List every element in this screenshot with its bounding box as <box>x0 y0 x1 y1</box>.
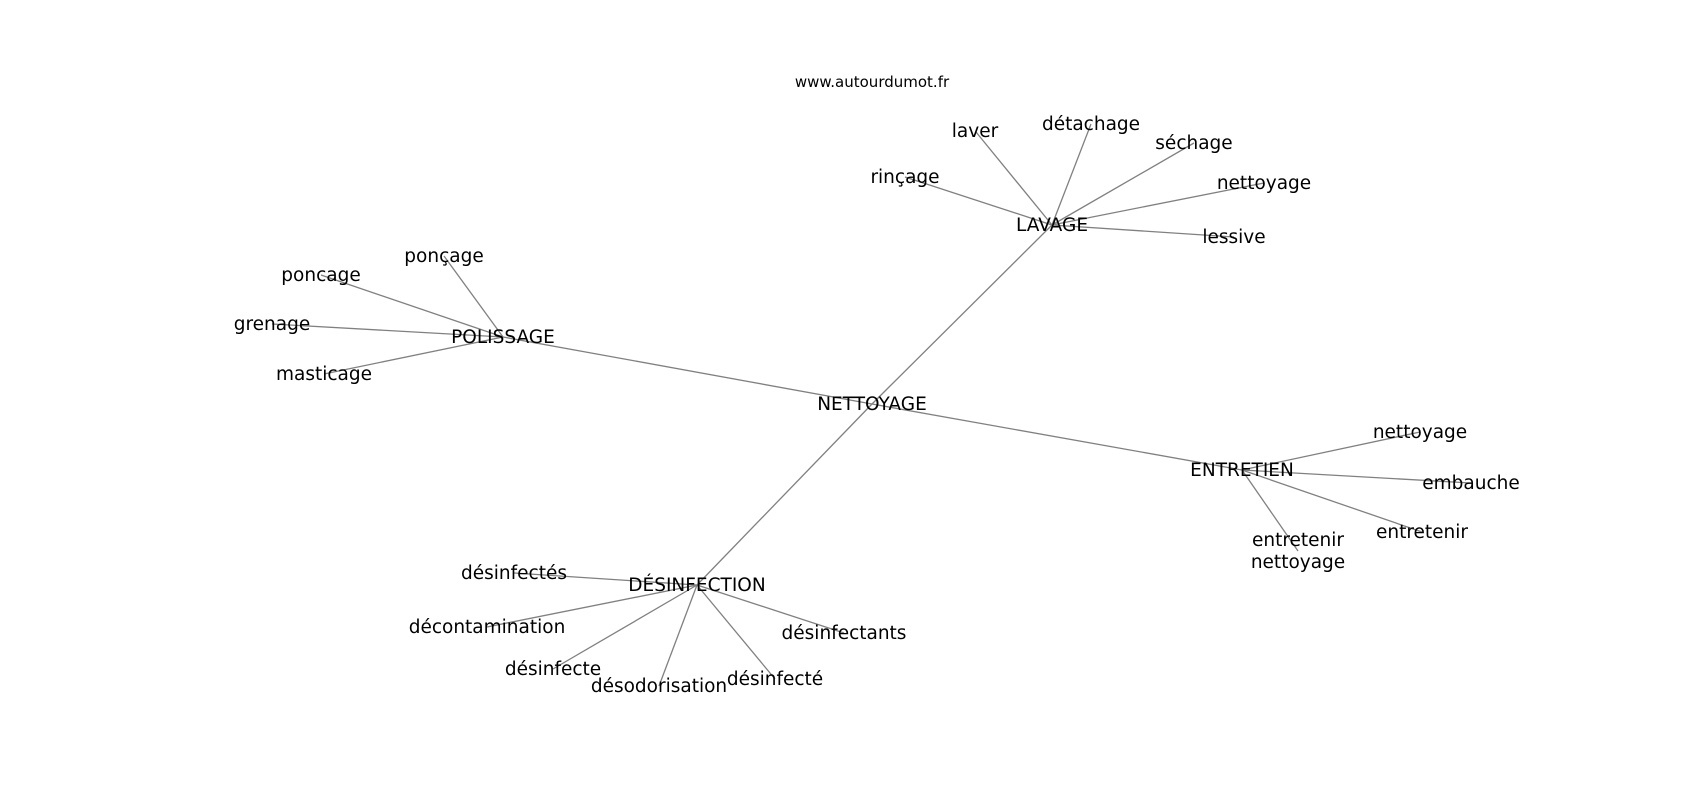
leaf-node-des-2[interactable]: décontamination <box>409 617 566 638</box>
leaf-node-lav-3[interactable]: séchage <box>1155 133 1232 154</box>
leaf-node-lav-2[interactable]: détachage <box>1042 114 1140 135</box>
edge-center-entretien <box>871 403 1243 471</box>
edge-polissage-pol-3 <box>271 323 504 338</box>
labels-layer: www.autourdumot.fr NETTOYAGE LAVAGE laver d… <box>234 73 1520 697</box>
leaf-node-lav-5[interactable]: lessive <box>1202 227 1265 248</box>
leaf-node-des-4[interactable]: désodorisation <box>591 676 727 697</box>
hub-node-polissage[interactable]: POLISSAGE <box>451 327 555 348</box>
edges-layer <box>271 123 1472 687</box>
edge-desinfection-des-5 <box>696 584 776 680</box>
edge-desinfection-des-2 <box>486 584 698 628</box>
leaf-node-ent-1[interactable]: nettoyage <box>1373 422 1467 443</box>
leaf-node-pol-2[interactable]: poncage <box>281 265 360 286</box>
edge-lavage-lav-5 <box>1051 224 1235 238</box>
edge-entretien-ent-1 <box>1241 431 1421 471</box>
leaf-node-lav-6[interactable]: rinçage <box>870 167 939 188</box>
edge-entretien-ent-4 <box>1241 469 1299 552</box>
edge-desinfection-des-1 <box>513 572 698 586</box>
leaf-node-lav-1[interactable]: laver <box>952 121 999 142</box>
leaf-node-des-1[interactable]: désinfectés <box>461 563 567 584</box>
edge-entretien-ent-2 <box>1241 469 1472 484</box>
edge-lavage-lav-1 <box>975 131 1053 226</box>
leaf-node-ent-2[interactable]: embauche <box>1422 473 1520 494</box>
edge-polissage-pol-4 <box>323 336 504 375</box>
center-node-label[interactable]: NETTOYAGE <box>817 394 927 415</box>
edge-center-polissage <box>502 336 873 405</box>
edge-polissage-pol-2 <box>320 274 504 338</box>
edge-desinfection-des-6 <box>696 584 845 634</box>
edge-lavage-lav-4 <box>1051 182 1265 226</box>
edge-desinfection-des-4 <box>658 584 698 687</box>
edge-center-lavage <box>871 224 1053 405</box>
leaf-node-des-6[interactable]: désinfectants <box>782 623 907 644</box>
leaf-node-des-3[interactable]: désinfecte <box>505 659 601 680</box>
edge-polissage-pol-1 <box>443 255 504 338</box>
leaf-node-pol-1[interactable]: ponçage <box>404 246 483 267</box>
leaf-node-pol-4[interactable]: masticage <box>276 364 372 385</box>
edge-entretien-ent-3 <box>1241 469 1423 533</box>
edge-lavage-lav-2 <box>1051 123 1092 226</box>
source-watermark: www.autourdumot.fr <box>795 73 950 91</box>
edge-desinfection-des-3 <box>552 584 698 670</box>
leaf-node-lav-4[interactable]: nettoyage <box>1217 173 1311 194</box>
edge-center-desinfection <box>696 403 873 586</box>
hub-node-lavage[interactable]: LAVAGE <box>1016 215 1088 236</box>
edge-lavage-lav-6 <box>904 176 1053 226</box>
leaf-node-pol-3[interactable]: grenage <box>234 314 311 335</box>
edge-lavage-lav-3 <box>1051 142 1195 226</box>
hub-node-entretien[interactable]: ENTRETIEN <box>1190 460 1294 481</box>
leaf-node-des-5[interactable]: désinfecté <box>727 669 823 690</box>
hub-node-desinfection[interactable]: DÉSINFECTION <box>628 574 765 596</box>
leaf-node-ent-3[interactable]: entretenir <box>1376 522 1468 543</box>
